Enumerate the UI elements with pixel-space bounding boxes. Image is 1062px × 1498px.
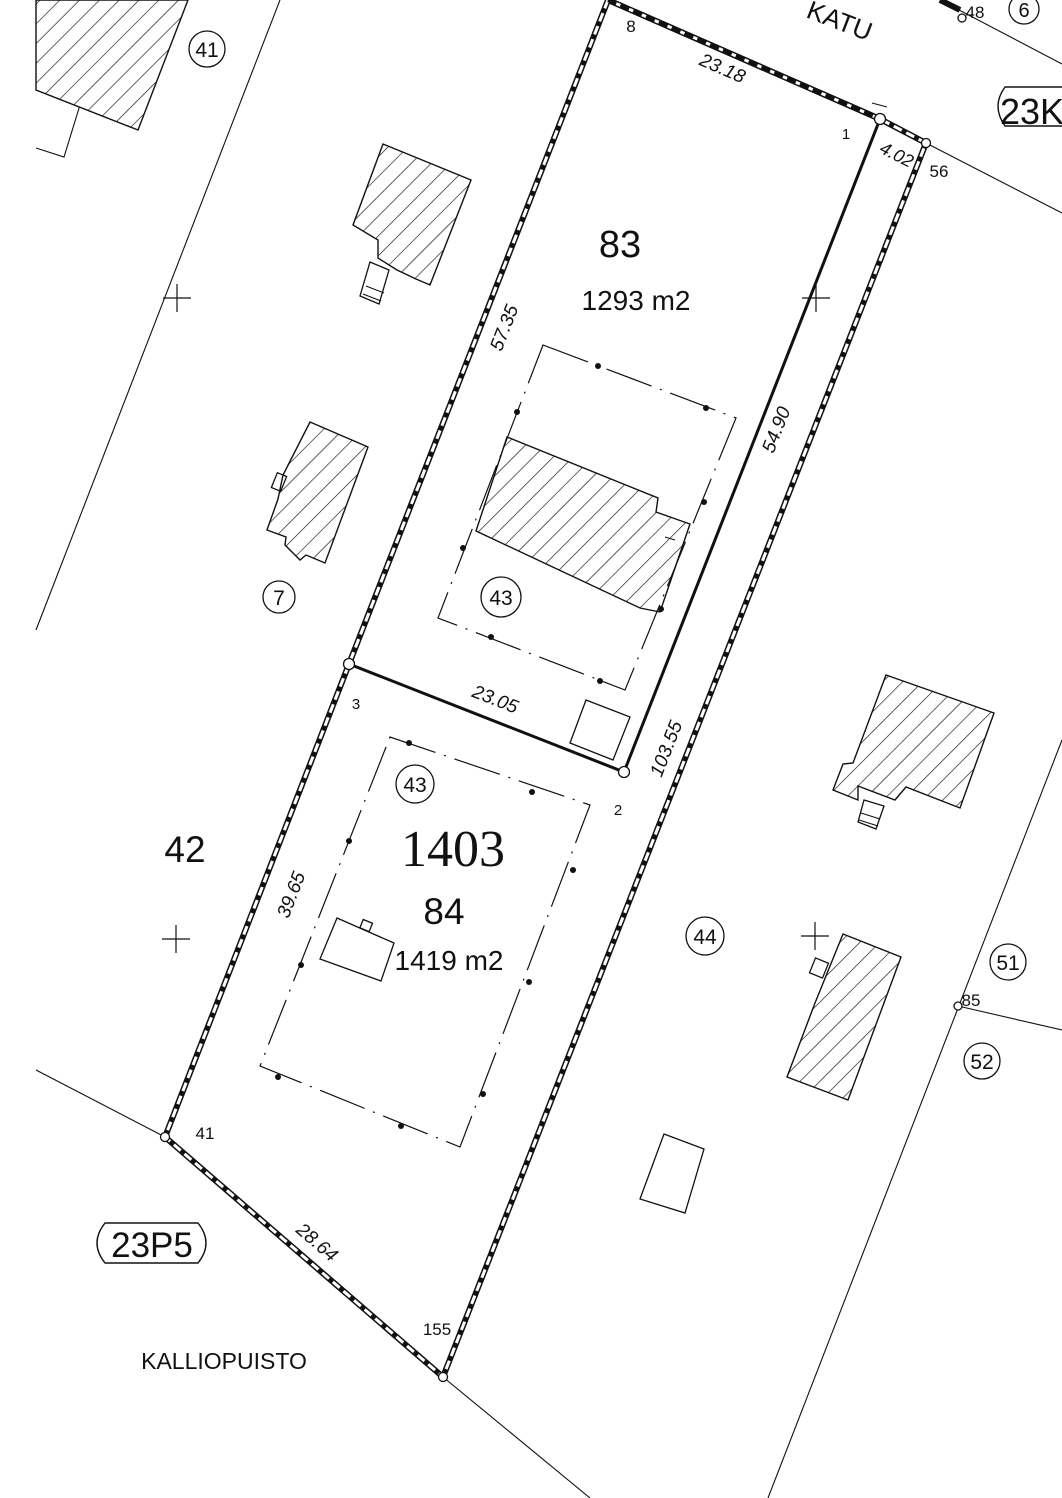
circled-label-43-upper: 43 xyxy=(480,576,522,618)
circled-label-51: 51 xyxy=(989,943,1027,981)
circled-label-41: 41 xyxy=(188,30,226,68)
svg-text:2: 2 xyxy=(614,802,622,819)
plot-boundaries xyxy=(161,0,962,1383)
building-upper-left xyxy=(352,143,472,286)
svg-text:56: 56 xyxy=(930,162,949,181)
svg-text:6: 6 xyxy=(1018,0,1029,22)
svg-text:41: 41 xyxy=(196,1124,215,1143)
parcel-labels: 83 1293 m2 1403 84 1419 m2 42 xyxy=(164,224,690,976)
zone-code-23P5: 23P5 xyxy=(96,1222,207,1265)
svg-text:48: 48 xyxy=(966,3,985,22)
svg-text:155: 155 xyxy=(423,1320,451,1339)
shed-plot-44 xyxy=(639,1133,705,1214)
shed-plot-83 xyxy=(569,699,631,761)
svg-text:3: 3 xyxy=(352,696,360,713)
svg-text:51: 51 xyxy=(996,952,1019,975)
circled-label-7: 7 xyxy=(262,580,296,614)
parcel-83-number: 83 xyxy=(599,224,641,266)
building-upper-left-steps xyxy=(359,261,390,305)
building-right-upper xyxy=(832,674,995,809)
svg-text:52: 52 xyxy=(970,1051,993,1074)
svg-text:85: 85 xyxy=(962,991,981,1010)
svg-text:4.02: 4.02 xyxy=(877,138,917,172)
svg-text:44: 44 xyxy=(693,926,717,949)
svg-text:41: 41 xyxy=(195,39,218,62)
svg-text:43: 43 xyxy=(489,587,512,610)
building-right-lower xyxy=(786,933,902,1101)
street-label: KATU xyxy=(803,0,877,47)
circled-labels: 41 7 43 43 44 51 52 6 xyxy=(188,0,1040,1080)
background-parcel-lines xyxy=(35,0,1062,1498)
svg-text:43: 43 xyxy=(403,774,426,797)
point-numbers: 8 1 56 48 3 2 41 155 85 xyxy=(196,3,985,1339)
svg-text:28.64: 28.64 xyxy=(291,1219,341,1267)
block-1403: 1403 xyxy=(401,821,505,878)
parcel-84-area: 1419 m2 xyxy=(395,945,504,976)
circled-label-6: 6 xyxy=(1008,0,1040,25)
zone-code-23K: 23K xyxy=(997,86,1062,132)
building-right-upper-steps xyxy=(857,799,885,830)
parcel-83-area: 1293 m2 xyxy=(582,285,691,316)
building-areas xyxy=(259,344,737,1148)
svg-text:39.65: 39.65 xyxy=(273,869,310,921)
boundary-points xyxy=(159,13,967,1383)
circled-label-43-lower: 43 xyxy=(395,764,435,804)
outbuildings xyxy=(319,699,705,1214)
buildings xyxy=(35,0,995,1101)
parcel-42-number: 42 xyxy=(164,829,205,870)
svg-text:23K: 23K xyxy=(1000,91,1062,132)
building-mid-left xyxy=(266,421,369,564)
shed-plot-84 xyxy=(319,917,395,982)
svg-text:7: 7 xyxy=(273,587,285,610)
svg-text:1: 1 xyxy=(842,126,850,143)
building-top-left xyxy=(35,0,189,131)
parcel-84-number: 84 xyxy=(423,891,464,932)
circled-label-44: 44 xyxy=(685,916,725,956)
circled-label-52: 52 xyxy=(963,1042,1001,1080)
place-name: KALLIOPUISTO xyxy=(141,1348,307,1374)
grid-crosshairs xyxy=(162,284,830,953)
svg-text:23P5: 23P5 xyxy=(111,1226,193,1265)
svg-text:57.35: 57.35 xyxy=(486,302,523,354)
svg-text:8: 8 xyxy=(626,17,635,36)
